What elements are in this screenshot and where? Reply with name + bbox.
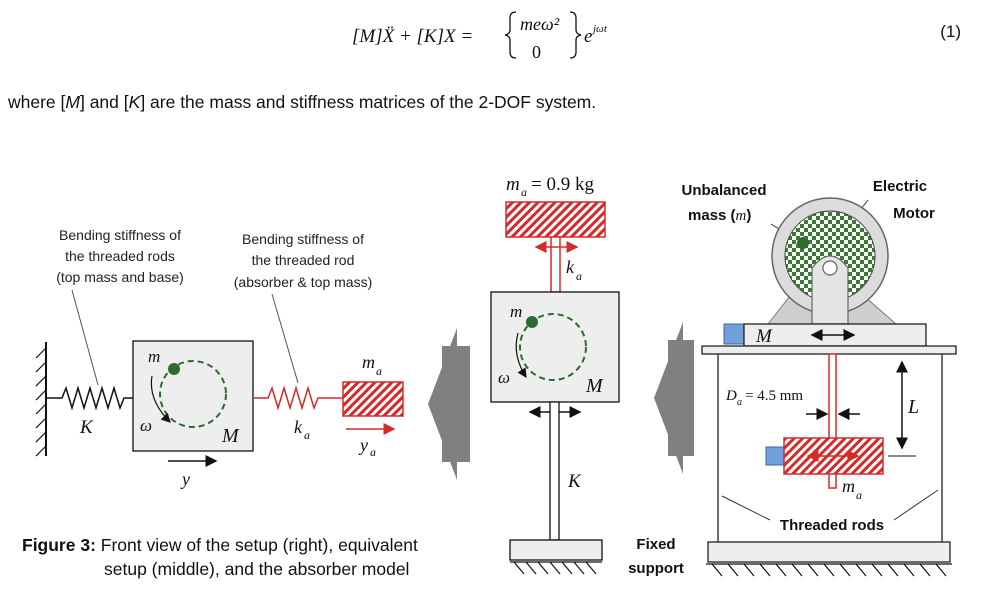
spring-K: [46, 385, 133, 411]
mid-omega-arrow: [515, 332, 527, 379]
spring-ka-sub: a: [304, 428, 310, 442]
absorber-m-sub: a: [376, 364, 382, 378]
label-k-l3: (top mass and base): [56, 269, 184, 285]
figure-caption: Figure 3: Front view of the setup (right…: [22, 535, 418, 579]
unbalanced-mass-dot: [168, 363, 180, 375]
Da-sub: a: [737, 397, 742, 408]
label-M: M: [221, 425, 240, 447]
label-k-l1: Bending stiffness of: [59, 227, 181, 243]
left-brace: [504, 11, 517, 59]
exp-sup: jωt: [591, 23, 608, 35]
mid-rod-K: [549, 401, 560, 541]
label-omega: ω: [140, 416, 152, 435]
mid-m: m: [510, 302, 522, 321]
Da-label: D: [725, 388, 737, 404]
frame-top: [701, 345, 957, 355]
mid-absorber: [505, 201, 606, 238]
spring-ka-label: k: [294, 417, 303, 437]
fixed-support-l2: support: [628, 560, 684, 577]
mid-unbalanced-dot: [526, 316, 538, 328]
mid-M: M: [585, 375, 604, 397]
equation-number: (1): [940, 22, 961, 41]
spring-K-label: K: [79, 417, 94, 438]
wall-hatch: [35, 347, 47, 457]
label-ka-l3: (absorber & top mass): [234, 274, 373, 290]
right-ground-hatch: [706, 563, 952, 577]
label-ka-l2: the threaded rod: [252, 252, 355, 268]
leader-rods-left: [721, 495, 771, 521]
paragraph-text: where [M] and [K] are the mass and stiff…: [8, 92, 597, 112]
unbalanced-l1: Unbalanced: [681, 182, 766, 199]
mid-rotation: [519, 313, 587, 381]
label-m: m: [148, 347, 160, 366]
exp-base: e: [584, 26, 592, 47]
right-ma: m: [842, 476, 855, 496]
absorber-m-label: m: [362, 352, 375, 372]
mid-omega: ω: [498, 368, 510, 387]
y-label: y: [180, 469, 190, 489]
mid-ground-hatch: [510, 561, 602, 575]
motor-bracket: [811, 255, 849, 325]
rotation-circle: [159, 360, 227, 428]
vector-top: meω²: [520, 14, 560, 34]
mid-K: K: [567, 471, 582, 492]
mid-ma: m: [506, 174, 520, 195]
L-label: L: [907, 396, 919, 418]
grey-arrow-right: [654, 322, 694, 474]
absorber-sensor: [765, 446, 785, 466]
ya-label: y: [358, 435, 368, 455]
absorber-mass: [342, 381, 404, 417]
mid-ma-value: = 0.9 kg: [531, 174, 594, 195]
mid-base: [509, 539, 603, 561]
top-sensor: [723, 323, 745, 345]
right-M: M: [755, 326, 773, 347]
physical-setup: Unbalanced mass (m) Electric Motor M: [681, 178, 957, 577]
label-k-l2: the threaded rods: [65, 248, 175, 264]
right-brace: [569, 11, 582, 59]
leader-k: [71, 289, 99, 386]
equation-1: [M]Ẍ + [K]X = meω² 0 e jωt: [352, 11, 608, 62]
mid-ma-sub: a: [521, 185, 527, 199]
leader-ka: [271, 293, 299, 384]
motor-unbalanced-dot: [797, 237, 809, 249]
label-ka-l1: Bending stiffness of: [242, 231, 364, 247]
threaded-rods-label: Threaded rods: [780, 517, 884, 534]
grey-arrow-left: [428, 328, 470, 480]
ya-sub: a: [370, 445, 376, 459]
spring-ka: [253, 385, 343, 411]
absorber-model: Bending stiffness of the threaded rods (…: [35, 227, 404, 489]
mid-ka: k: [566, 257, 575, 277]
motor-l2: Motor: [893, 205, 935, 222]
unbalanced-l2: mass (m): [688, 207, 751, 224]
equivalent-setup: m a = 0.9 kg k a m ω M K: [490, 174, 620, 575]
omega-arrow: [150, 375, 171, 423]
leader-rods-right: [893, 489, 939, 521]
mid-ka-sub: a: [576, 269, 582, 283]
fixed-support-l1: Fixed: [636, 536, 675, 553]
equation-lhs: [M]Ẍ + [K]X =: [352, 26, 473, 47]
mid-mass-M: [490, 291, 620, 403]
motor-shaft: [822, 260, 838, 276]
frame-base: [707, 541, 951, 563]
motor-l1: Electric: [873, 178, 927, 195]
mid-rod-ka: [550, 236, 561, 293]
vector-bottom: 0: [532, 42, 541, 62]
absorber-rod: [828, 353, 837, 489]
Da-value: = 4.5 mm: [745, 388, 803, 404]
right-ma-sub: a: [856, 488, 862, 502]
